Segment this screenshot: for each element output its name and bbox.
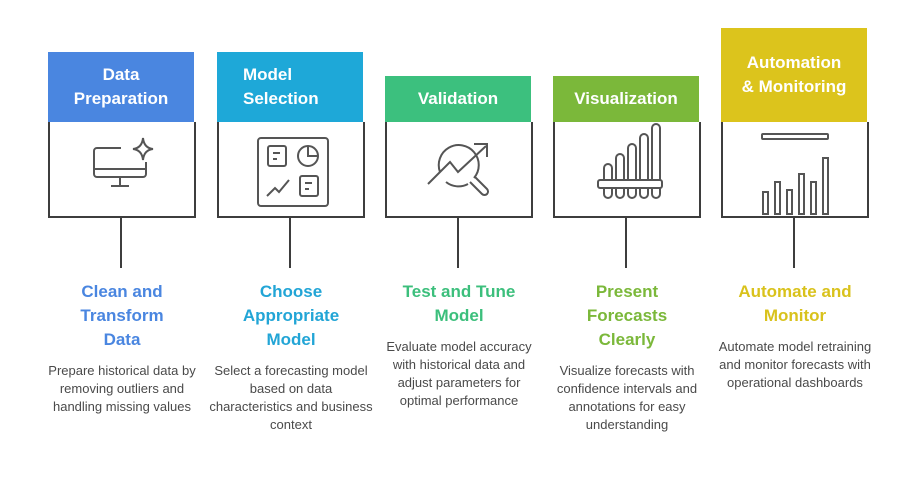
step-automation-monitoring: Automation & Monitoring Automate and Mon… bbox=[719, 0, 871, 491]
step-icon-frame bbox=[721, 122, 869, 218]
step-header: Automation & Monitoring bbox=[721, 28, 867, 122]
step-description: Select a forecasting model based on data… bbox=[209, 363, 373, 432]
connector-line bbox=[289, 218, 291, 268]
step-header-label: Data Preparation bbox=[73, 65, 169, 108]
step-header: Model Selection bbox=[217, 52, 363, 122]
step-title: Choose Appropriate Model bbox=[242, 282, 340, 349]
dashboard-widgets-icon bbox=[257, 137, 329, 207]
step-description: Evaluate model accuracy with historical … bbox=[386, 339, 532, 408]
step-header: Validation bbox=[385, 76, 531, 122]
step-visualization: Visualization Present Forecasts Clearly … bbox=[553, 0, 701, 491]
step-header-label: Model Selection bbox=[243, 65, 319, 108]
pan-flute-bars-icon bbox=[597, 123, 663, 199]
step-model-selection: Model Selection Choose Appropriate Model… bbox=[209, 0, 373, 491]
step-icon-frame bbox=[553, 122, 701, 218]
step-data-preparation: Data Preparation Clean and Transform Dat… bbox=[48, 0, 196, 491]
step-header: Data Preparation bbox=[48, 52, 194, 122]
step-icon-frame bbox=[385, 122, 533, 218]
step-header: Visualization bbox=[553, 76, 699, 122]
step-description: Prepare historical data by removing outl… bbox=[48, 363, 196, 414]
bar-chart-icon bbox=[761, 133, 829, 215]
connector-line bbox=[625, 218, 627, 268]
step-description: Visualize forecasts with confidence inte… bbox=[556, 363, 698, 432]
step-header-label: Validation bbox=[417, 89, 499, 108]
step-header-label: Visualization bbox=[574, 89, 678, 108]
connector-line bbox=[120, 218, 122, 268]
step-icon-frame bbox=[217, 122, 365, 218]
step-title: Present Forecasts Clearly bbox=[586, 282, 668, 349]
step-description: Automate model retraining and monitor fo… bbox=[718, 339, 872, 390]
step-title: Clean and Transform Data bbox=[80, 282, 164, 349]
monitor-sparkle-icon bbox=[93, 137, 154, 187]
step-title: Test and Tune Model bbox=[402, 282, 516, 325]
step-header-label: Automation & Monitoring bbox=[741, 53, 847, 96]
step-icon-frame bbox=[48, 122, 196, 218]
connector-line bbox=[457, 218, 459, 268]
magnifier-trend-icon bbox=[427, 143, 490, 197]
connector-line bbox=[793, 218, 795, 268]
step-validation: Validation Test and Tune Model Evaluate … bbox=[385, 0, 533, 491]
step-title: Automate and Monitor bbox=[738, 282, 852, 325]
